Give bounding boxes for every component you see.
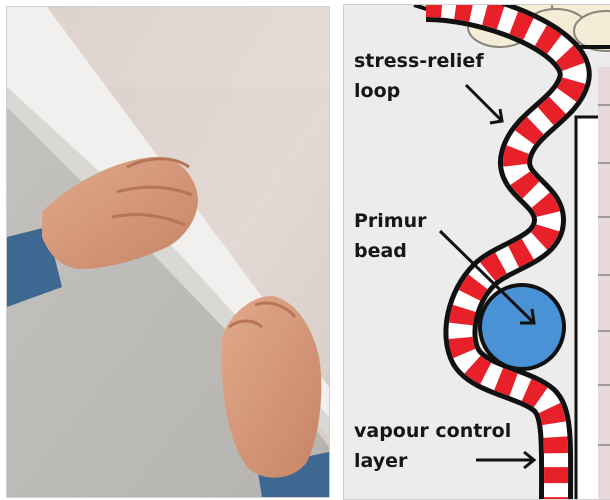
plasterboard-studs	[598, 67, 610, 499]
label-primur-line2: bead	[354, 240, 407, 262]
label-vapour-line2: layer	[354, 450, 408, 472]
cross-section-diagram: stress-relief loop Primur bead vapour co…	[343, 4, 610, 500]
installation-photo-art	[7, 7, 329, 497]
label-vapour-line1: vapour control	[354, 420, 511, 442]
label-stress-relief-line1: stress-relief	[354, 50, 484, 72]
label-stress-relief-line2: loop	[354, 80, 400, 102]
label-primur-line1: Primur	[354, 210, 427, 232]
primur-bead	[480, 285, 564, 369]
diagram-canvas: stress-relief loop Primur bead vapour co…	[344, 5, 610, 499]
installation-photo	[6, 6, 330, 498]
arrow-stress-relief	[466, 85, 502, 121]
